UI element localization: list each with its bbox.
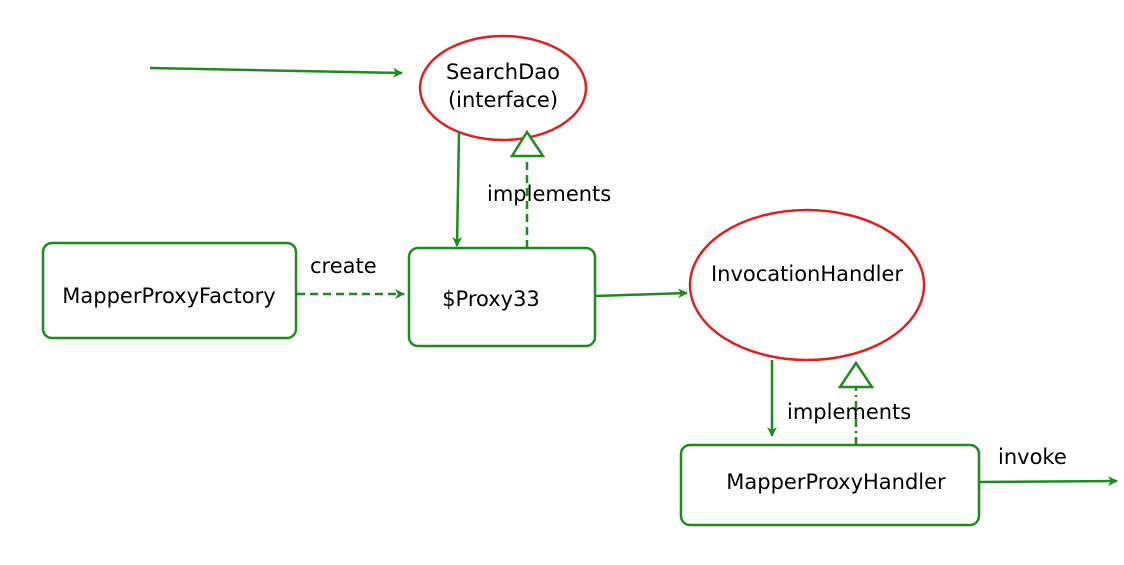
- proxy33-label: $Proxy33: [442, 287, 540, 311]
- mapper-proxy-handler-label: MapperProxyHandler: [726, 470, 946, 494]
- proxy-implements-triangle: [509, 129, 546, 158]
- proxy-to-handler-arrow: [595, 288, 688, 299]
- invoke-arrow: [979, 476, 1118, 487]
- mapper-proxy-factory-node[interactable]: MapperProxyFactory: [41, 241, 298, 340]
- search-dao-ellipse: [418, 34, 588, 142]
- invocation-handler-ellipse: [688, 208, 926, 362]
- invocation-handler-label: InvocationHandler: [711, 262, 903, 286]
- search-dao-node[interactable]: SearchDao (interface): [418, 34, 588, 142]
- incoming-arrow: [149, 66, 403, 78]
- mapper-proxy-handler-node[interactable]: MapperProxyHandler: [679, 443, 981, 527]
- handler-implements-label: implements: [787, 400, 911, 424]
- invoke-label: invoke: [998, 445, 1067, 469]
- handler-implements-triangle: [837, 360, 875, 389]
- proxy33-node[interactable]: $Proxy33: [407, 246, 597, 348]
- search-dao-to-proxy-arrow: [452, 131, 463, 247]
- mapper-proxy-factory-label: MapperProxyFactory: [62, 284, 275, 308]
- mapper-proxy-handler-box: [679, 443, 981, 527]
- create-label: create: [310, 254, 377, 278]
- invocation-handler-node[interactable]: InvocationHandler: [688, 208, 926, 362]
- search-dao-label-line2: (interface): [448, 88, 558, 112]
- search-dao-label-line1: SearchDao: [446, 60, 560, 84]
- proxy-implements-label: implements: [487, 182, 611, 206]
- proxy33-box: [407, 246, 597, 348]
- mapper-proxy-factory-box: [41, 241, 298, 340]
